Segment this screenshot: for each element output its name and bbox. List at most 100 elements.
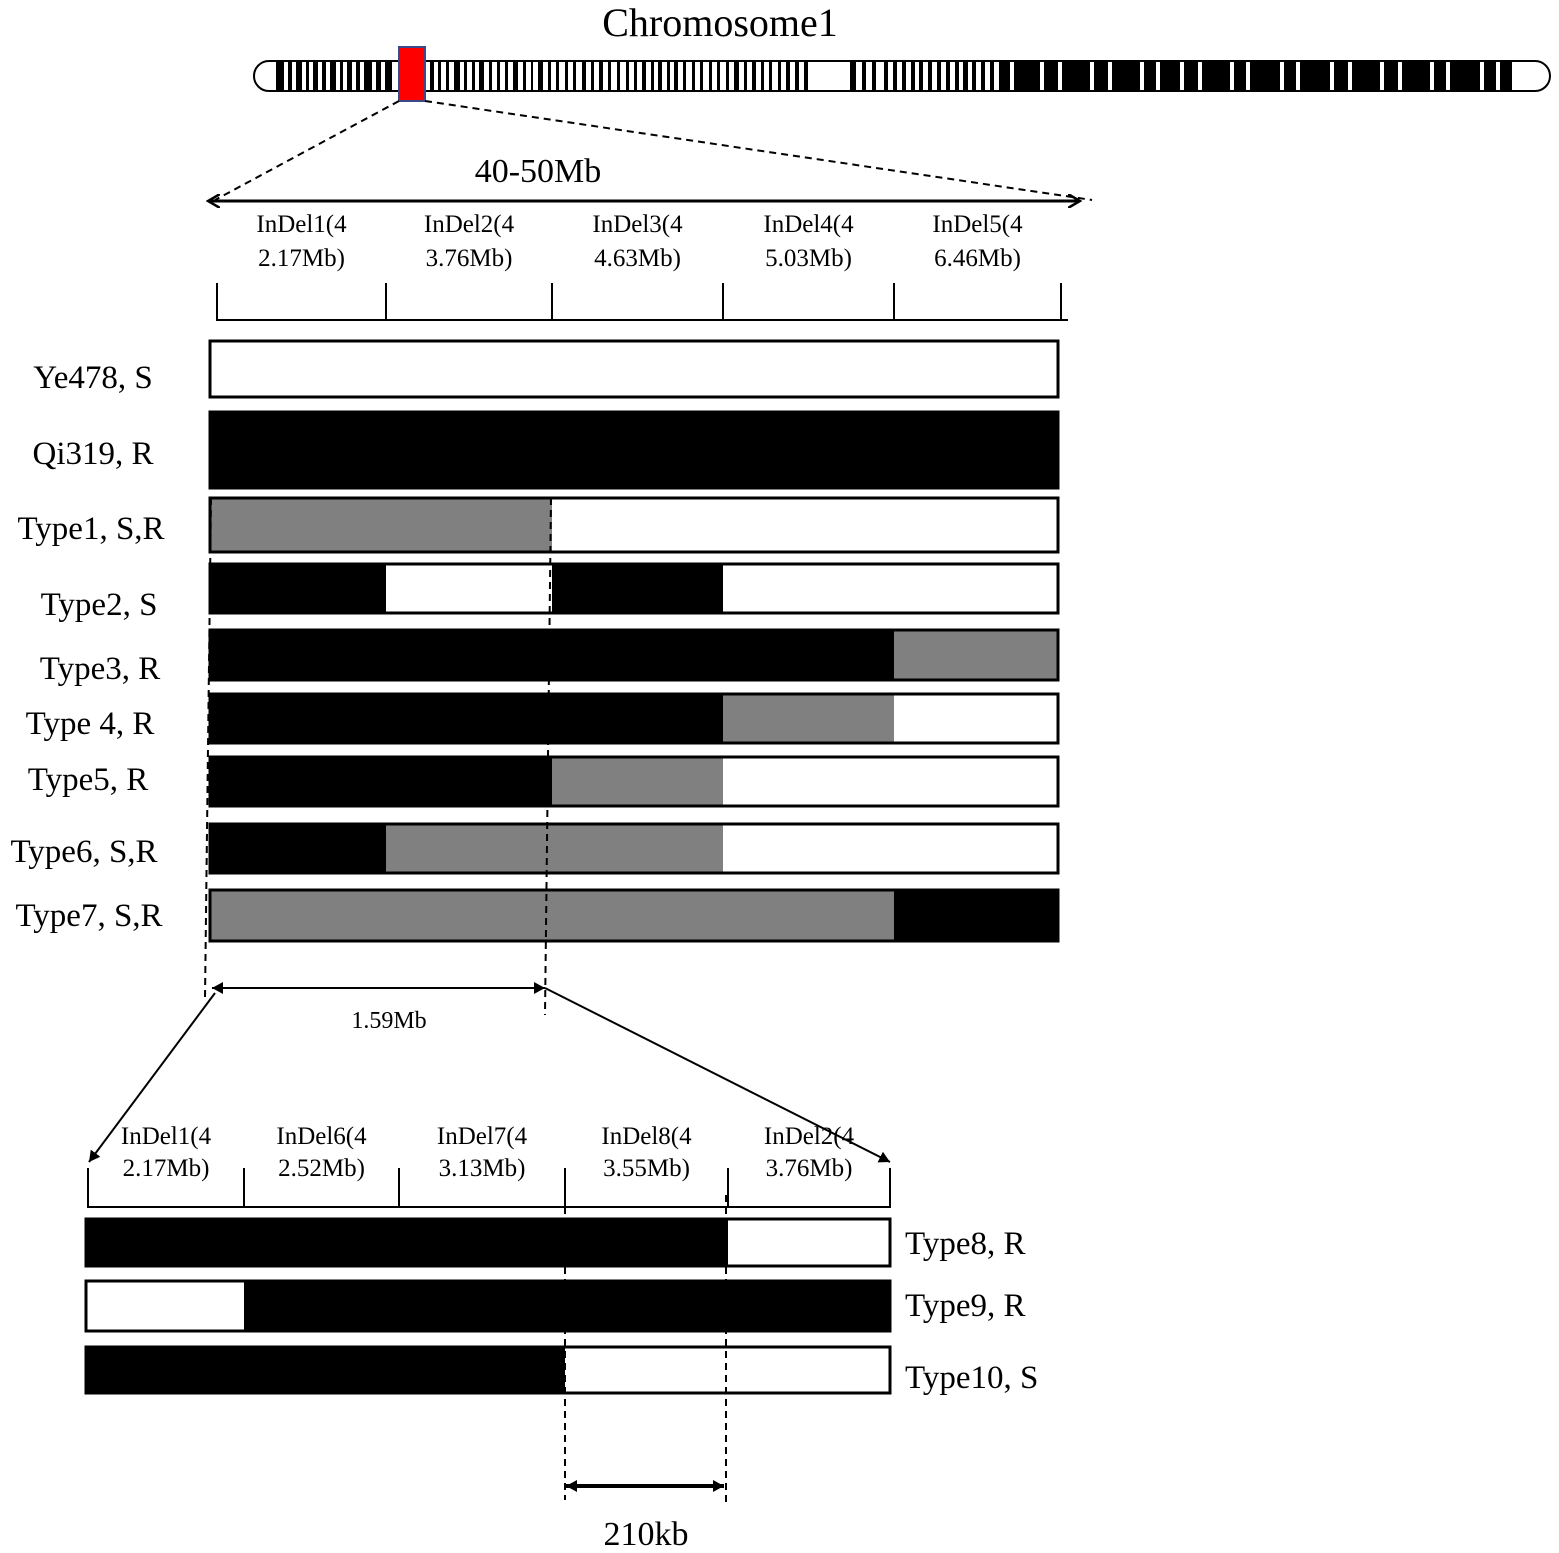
interval-label-1: 1.59Mb [351, 1008, 426, 1034]
chromosome-band [376, 62, 381, 90]
chromosome-band [872, 62, 876, 90]
chromosome-band [626, 62, 629, 90]
lower-genotype-rows: Type8, R Type9, R Type10, S [84, 1217, 1038, 1396]
chromosome-band [972, 62, 976, 90]
row-label: Type 4, R [26, 706, 155, 742]
row-label: Type1, S,R [17, 511, 164, 547]
chromosome-band [489, 62, 492, 90]
chromosome-band [1450, 62, 1480, 90]
chromosome-band [1500, 62, 1512, 90]
chromosome-band [674, 62, 678, 90]
chromosome-band [692, 62, 695, 90]
chromosome-band [893, 62, 897, 90]
chromosome-band [322, 62, 326, 90]
genotype-row: Type10, S [84, 1345, 1038, 1396]
chromosome-band [599, 62, 603, 90]
chromosome-band [769, 62, 772, 90]
chromosome-band [548, 62, 551, 90]
chromosome-band [1062, 62, 1090, 90]
chromosome-band [642, 62, 646, 90]
row-label: Ye478, S [33, 360, 153, 396]
genotype-segment [552, 564, 723, 613]
genotype-segment [728, 1219, 890, 1266]
chromosome-band [850, 62, 856, 90]
genotype-row: Type9, R [84, 1279, 1026, 1333]
chromosome-band [752, 62, 756, 90]
genotype-segment [386, 824, 723, 873]
genotype-row: Type3, R [40, 628, 1060, 687]
chromosome-band [999, 62, 1010, 90]
chromosome-band [1160, 62, 1180, 90]
chromosome-band [313, 62, 318, 90]
genotype-segment [565, 1347, 890, 1393]
genotype-row: Type1, S,R [17, 496, 1060, 554]
lower-marker-position: 3.13Mb) [439, 1155, 526, 1182]
genotype-row: Type 4, R [26, 692, 1060, 745]
genotype-segment [894, 630, 1058, 680]
genotype-segment [86, 1219, 728, 1266]
genotype-segment [723, 757, 1058, 806]
chromosome-band [565, 62, 568, 90]
genotype-segment [210, 757, 552, 806]
row-label: Type8, R [905, 1226, 1026, 1262]
chromosome-band [1014, 62, 1040, 90]
row-outline [208, 888, 1060, 943]
lower-marker-name: InDel1(4 [121, 1123, 212, 1150]
range-label: 40-50Mb [475, 153, 602, 190]
chromosome-band [919, 62, 923, 90]
chromosome-band [1202, 62, 1230, 90]
lower-marker-name: InDel6(4 [276, 1123, 367, 1150]
chromosome-band [1184, 62, 1198, 90]
genotype-segment [210, 694, 723, 743]
row-label: Type2, S [41, 587, 158, 623]
row-outline [84, 1217, 892, 1268]
genotype-segment [86, 1281, 244, 1331]
row-outline [208, 822, 1060, 875]
chromosome-band [804, 62, 808, 90]
chromosome-band [340, 62, 343, 90]
chromosome-band [1352, 62, 1380, 90]
upper-marker-position: 4.63Mb) [594, 245, 681, 272]
chromosome-band [717, 62, 720, 90]
genotype-segment [210, 564, 386, 613]
chromosome-bands [276, 62, 1512, 90]
chromosome-band [454, 62, 460, 90]
upper-marker-name: InDel4(4 [763, 211, 854, 238]
chromosome-band [946, 62, 950, 90]
chromosome-band [276, 62, 284, 90]
chromosome-band [911, 62, 915, 90]
upper-marker-name: InDel2(4 [424, 211, 515, 238]
chromosome-band [955, 62, 959, 90]
chromosome-band [658, 62, 662, 90]
upper-marker-name: InDel5(4 [932, 211, 1023, 238]
genotype-row: Type6, S,R [10, 822, 1060, 875]
genotype-segment [723, 564, 1058, 613]
chromosome-band [786, 62, 790, 90]
genotype-segment [552, 757, 723, 806]
chromosome-band [608, 62, 611, 90]
chromosome-band [573, 62, 576, 90]
chromosome-band [726, 62, 729, 90]
chromosome-band [709, 62, 712, 90]
chromosome-band [582, 62, 586, 90]
genotype-segment [894, 694, 1058, 743]
chromosome-band [1044, 62, 1058, 90]
chromosome-band [761, 62, 764, 90]
genotype-segment [386, 564, 552, 613]
chromosome-band [531, 62, 533, 90]
row-outline [208, 692, 1060, 745]
genotype-segment [86, 1347, 565, 1393]
chromosome-band [928, 62, 932, 90]
chromosome-band [385, 62, 392, 90]
genotype-segment [210, 498, 552, 552]
lower-marker-position: 3.55Mb) [603, 1155, 690, 1182]
row-outline [208, 339, 1060, 399]
chromosome-band [884, 62, 888, 90]
genotype-segment [244, 1281, 890, 1331]
genotype-segment [552, 498, 1058, 552]
genotype-segment [210, 412, 1058, 488]
chromosome-band [1284, 62, 1296, 90]
chromosome-band [700, 62, 703, 90]
lower-marker-name: InDel7(4 [437, 1123, 528, 1150]
highlighted-region [398, 46, 426, 102]
